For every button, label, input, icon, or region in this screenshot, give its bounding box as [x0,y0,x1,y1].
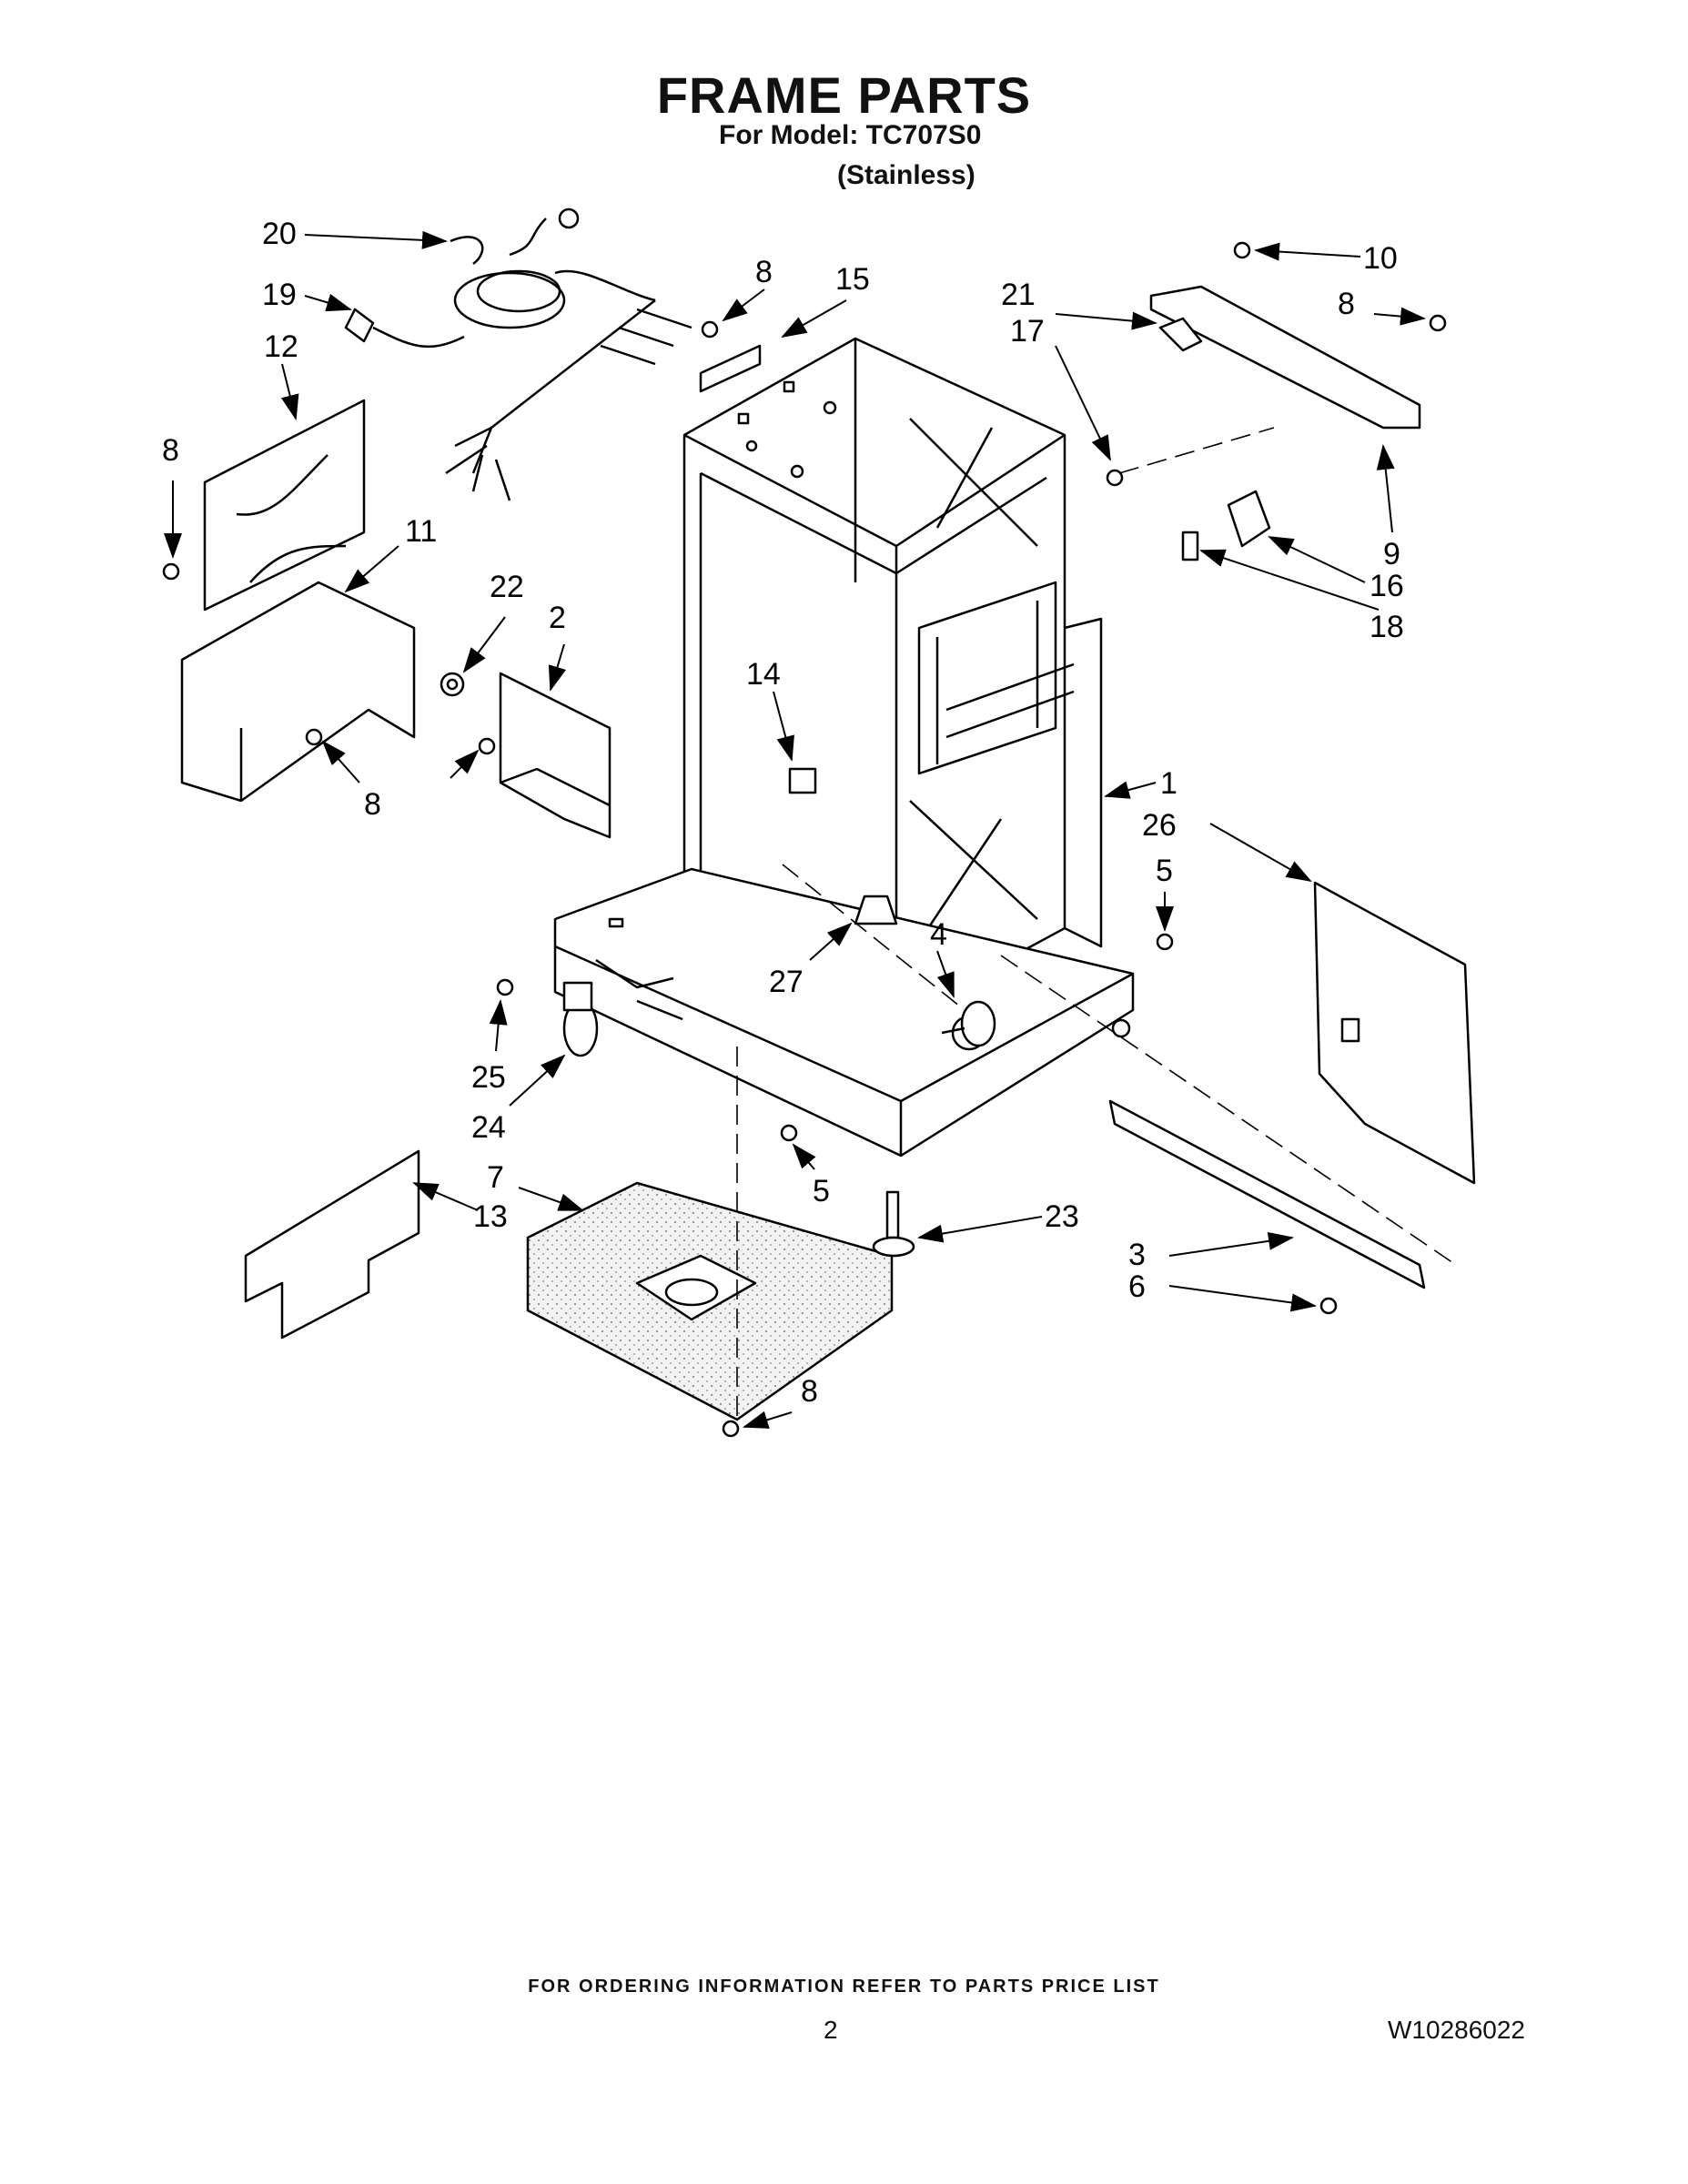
part-27 [854,895,898,925]
part-15 [699,344,762,393]
callout-24: 24 [471,1110,506,1145]
insulation-13 [244,1149,420,1340]
callout-20: 20 [262,217,297,251]
panel-12 [203,399,366,612]
rail-3 [1108,1099,1426,1289]
back-cover-26 [1313,881,1476,1185]
callout-27: 27 [769,965,804,999]
part-14 [788,767,817,794]
callout-26: 26 [1142,808,1177,843]
leveling-foot-23 [872,1190,915,1258]
callout-2: 2 [549,601,566,635]
callout-22: 22 [490,570,524,604]
bracket-9 [1149,285,1421,430]
wire-harness [344,207,692,501]
callout-12: 12 [264,329,298,364]
callout-5: 5 [813,1174,830,1208]
washer-22 [440,672,465,697]
callout-13: 13 [473,1199,508,1234]
callout-8: 8 [1338,287,1355,321]
callout-1: 1 [1160,766,1178,801]
callout-8: 8 [755,255,773,289]
variant-label: (Stainless) [837,160,975,190]
part-4 [941,1000,996,1047]
ordering-note: FOR ORDERING INFORMATION REFER TO PARTS … [528,1977,1160,1997]
document-number: W10286022 [1388,2016,1526,2044]
callout-14: 14 [746,657,781,692]
callout-8: 8 [801,1374,818,1409]
callout-labels: 20 19 12 8 11 22 2 8 8 15 14 21 17 10 8 … [162,217,1404,1409]
shield-11 [180,581,416,803]
callout-15: 15 [835,262,870,297]
model-line: For Model: TC707S0 [719,120,982,150]
callout-18: 18 [1370,610,1404,644]
assembly-lines [736,427,1457,1420]
callout-6: 6 [1128,1269,1146,1304]
callout-7: 7 [487,1160,504,1195]
tray-7 [526,1181,894,1421]
leader-lines [164,230,1426,1429]
part-21 [1158,317,1203,352]
caster-24 [562,981,599,1057]
page-title: FRAME PARTS [656,66,1032,124]
screws [162,241,1447,1438]
callout-19: 19 [262,278,297,312]
callout-8: 8 [364,787,381,822]
page-number: 2 [824,2016,838,2044]
base-pan [553,867,1135,1158]
callout-10: 10 [1363,241,1398,276]
callout-16: 16 [1370,569,1404,603]
callout-21: 21 [1001,278,1036,312]
callout-25: 25 [471,1060,506,1095]
callout-4: 4 [930,917,947,952]
callout-5: 5 [1156,854,1173,888]
callout-3: 3 [1128,1238,1146,1272]
callout-23: 23 [1045,1199,1079,1234]
callout-17: 17 [1010,314,1045,349]
callout-8: 8 [162,433,179,468]
bracket-2 [499,672,612,839]
frame-tower [682,337,1103,989]
callout-11: 11 [405,514,437,549]
switch-16 [1181,490,1271,561]
callout-9: 9 [1383,537,1400,571]
